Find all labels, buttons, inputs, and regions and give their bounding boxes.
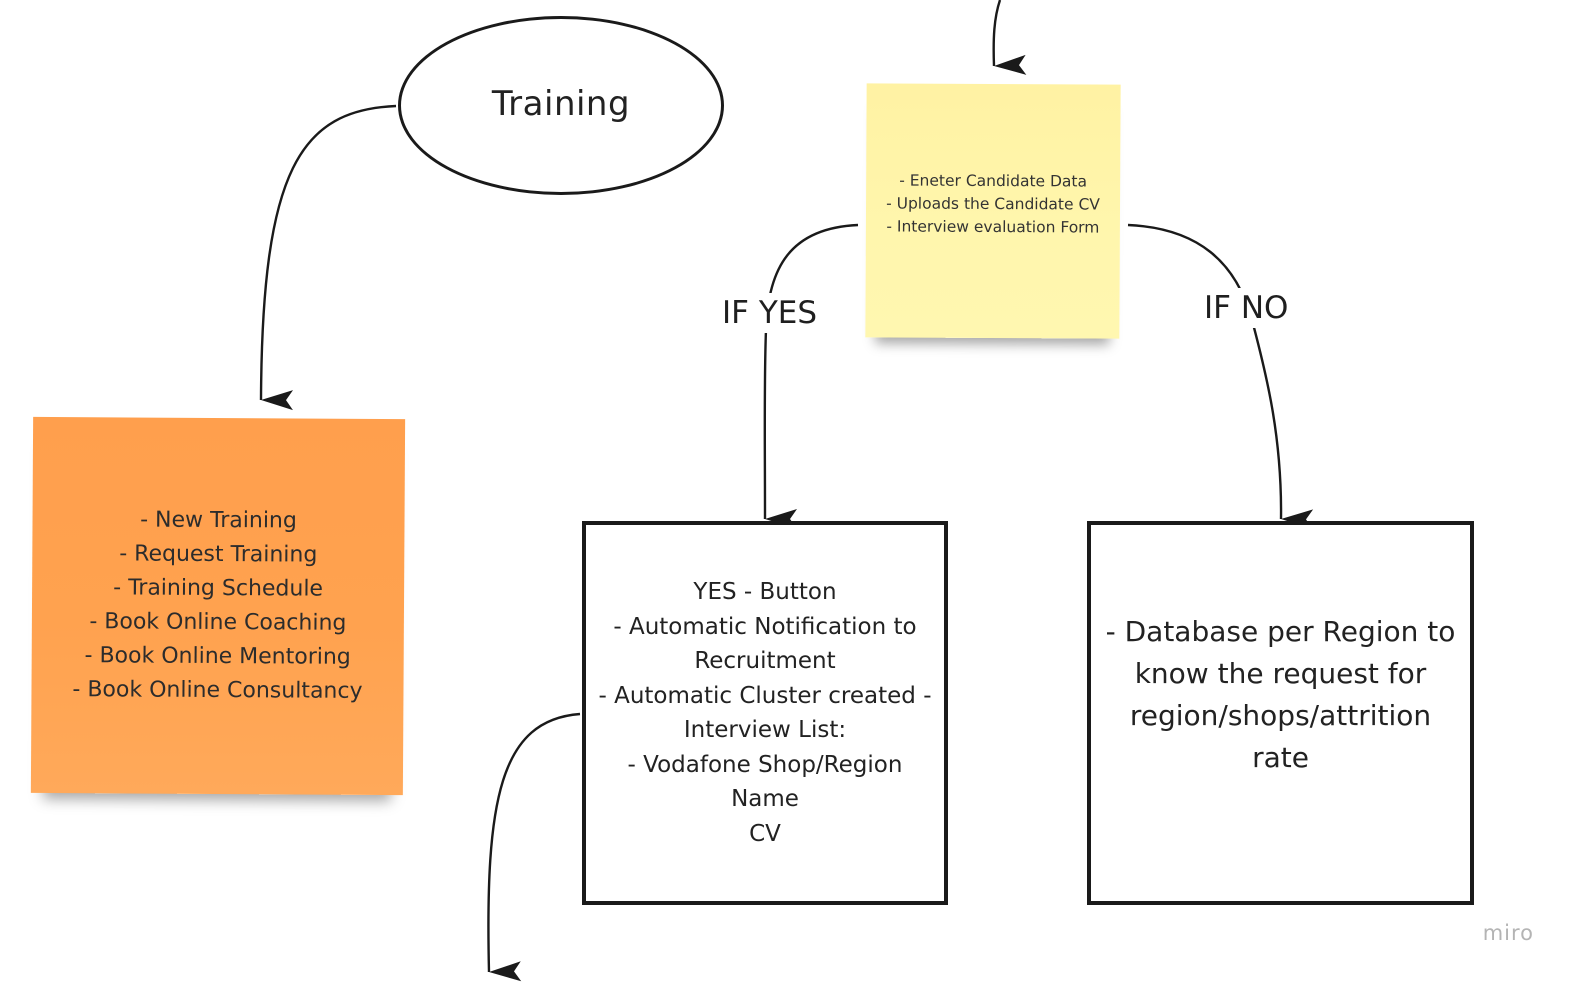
if-no-edge-label[interactable]: IF NO [1200,288,1293,328]
connector-top-to-candidate-note[interactable] [992,0,1027,75]
if-yes-edge-label[interactable]: IF YES [718,293,822,333]
training-ellipse-node[interactable]: Training [398,16,724,195]
connector-candidate-to-no[interactable] [1127,223,1314,530]
training-label: Training [491,83,631,124]
no-process-text: - Database per Region to know the reques… [1105,615,1456,774]
connector-training-to-note[interactable] [259,104,397,411]
training-options-text: - New Training - Request Training - Trai… [72,507,363,704]
connector-candidate-to-yes[interactable] [763,223,859,529]
training-options-sticky-note[interactable]: - New Training - Request Training - Trai… [30,416,406,796]
candidate-data-sticky-note[interactable]: - Eneter Candidate Data - Uploads the Ca… [865,83,1121,339]
yes-process-box[interactable]: YES - Button - Automatic Notification to… [582,521,948,905]
yes-process-text: YES - Button - Automatic Notification to… [598,579,932,847]
miro-watermark-logo: miro [1482,921,1534,945]
connector-yes-box-down[interactable] [487,712,581,982]
no-process-box[interactable]: - Database per Region to know the reques… [1087,521,1474,905]
candidate-data-text: - Eneter Candidate Data - Uploads the Ca… [886,171,1100,237]
